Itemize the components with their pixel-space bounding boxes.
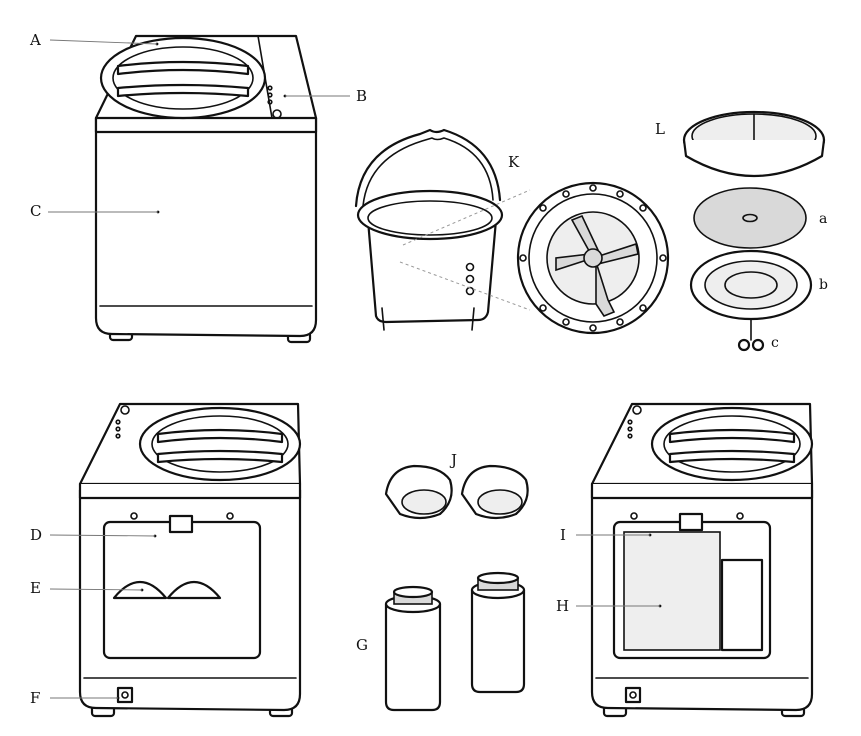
blade-detail-view — [516, 181, 670, 335]
label-A: A — [29, 31, 41, 49]
label-C: C — [30, 202, 41, 220]
label-D: D — [30, 526, 42, 544]
label-B: B — [356, 87, 367, 105]
label-K: K — [508, 153, 520, 171]
leader-lines — [48, 39, 660, 699]
unit-rear-view — [78, 402, 302, 718]
unit-front-view — [94, 34, 318, 344]
label-F: F — [30, 689, 40, 707]
label-G: G — [356, 636, 368, 654]
filter-cartridges-G — [384, 571, 526, 712]
label-b: b — [819, 277, 828, 293]
label-a: a — [819, 211, 827, 227]
bucket-with-handle — [354, 128, 531, 331]
label-H: H — [556, 597, 569, 615]
label-E: E — [30, 579, 41, 597]
label-J: J — [449, 451, 457, 469]
label-L: L — [655, 120, 665, 138]
filter-grate-b — [689, 249, 813, 321]
filter-disc-a — [693, 187, 807, 249]
filter-caps-J — [384, 464, 529, 520]
label-I: I — [560, 526, 566, 544]
filter-lid-L — [682, 110, 826, 177]
unit-open-view — [590, 402, 814, 718]
label-c: c — [771, 335, 779, 351]
thumb-screw-c — [737, 319, 765, 352]
